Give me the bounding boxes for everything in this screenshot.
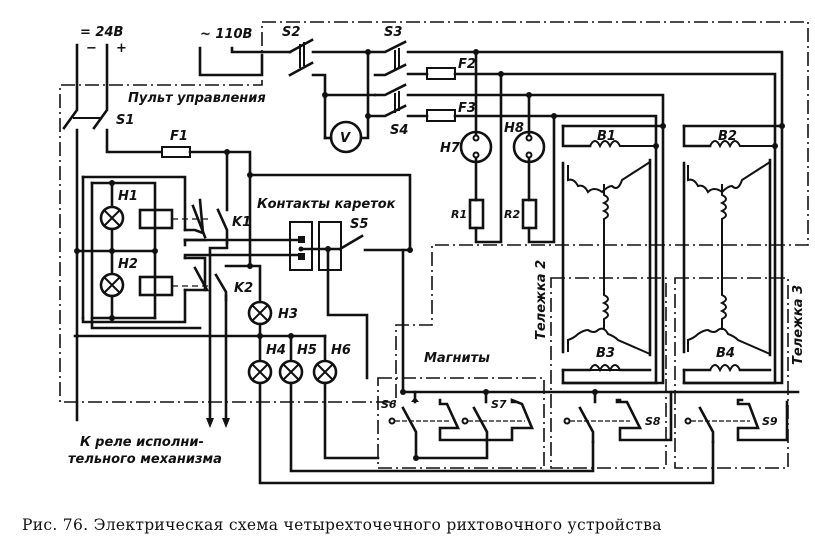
control-panel-label: Пульт управления	[128, 91, 266, 106]
lamp-h4-label: H4	[266, 343, 286, 358]
resistor-r2-label: R2	[504, 208, 520, 221]
motor-b1-label: B1	[597, 129, 616, 144]
switch-s4-label: S4	[390, 123, 408, 138]
switch-s6-label: S6	[381, 398, 397, 411]
ac-supply-label: ~ 110В	[200, 27, 253, 42]
switch-s7	[414, 390, 534, 460]
lamp-h3	[247, 300, 273, 326]
resistor-r2	[521, 198, 538, 230]
relay-k1-label: K1	[232, 215, 251, 230]
arrow-down-icon	[222, 418, 230, 428]
resistor-r1-label: R1	[451, 208, 467, 221]
figure-caption: Рис. 76. Электрическая схема четырехточе…	[22, 516, 662, 534]
relay-k2-label: K2	[234, 281, 253, 296]
switch-s1-label: S1	[116, 113, 134, 128]
trolley-2-label: Тележка 2	[534, 260, 549, 340]
motor-b4-label: B4	[716, 346, 735, 361]
lamp-h3-label: H3	[278, 307, 298, 322]
trolley-3-boundary	[674, 277, 789, 469]
motor-b3	[561, 124, 665, 385]
switch-s8	[563, 390, 673, 444]
fuse-f3-label: F3	[458, 101, 476, 116]
switch-s3	[366, 40, 407, 77]
switch-s3-label: S3	[384, 25, 402, 40]
resistor-r1	[468, 198, 485, 230]
trolley-3-label: Тележка 3	[791, 285, 806, 365]
motor-b1	[561, 124, 665, 149]
carriage-contacts-block	[289, 221, 342, 271]
motor-b2	[682, 124, 784, 149]
dc-minus-label: −	[86, 41, 97, 56]
switch-s9-label: S9	[762, 415, 778, 428]
motor-b2-label: B2	[718, 129, 737, 144]
lamp-h1-label: H1	[118, 189, 138, 204]
lamp-h2-label: H2	[118, 257, 138, 272]
motor-b2-stator	[687, 161, 771, 194]
lamp-h7-label: H7	[440, 141, 461, 156]
lamp-h2	[99, 272, 125, 298]
dc-supply-label: = 24В	[80, 25, 124, 40]
lamp-h8-label: H8	[504, 121, 524, 136]
fuse-f1	[161, 146, 191, 158]
switch-s9	[684, 398, 789, 444]
switch-s7-label: S7	[491, 398, 507, 411]
relay-k1-contacts	[183, 198, 229, 247]
switch-s4	[366, 83, 407, 118]
lamp-h1	[99, 205, 125, 231]
fuse-f2-label: F2	[458, 57, 476, 72]
motor-b3-label: B3	[596, 346, 615, 361]
switch-s6	[388, 390, 488, 460]
lamp-h5	[278, 359, 304, 385]
lamp-h5-label: H5	[297, 343, 317, 358]
lamp-h6-label: H6	[331, 343, 351, 358]
motor-b1-stator	[567, 161, 651, 194]
fuse-f2	[426, 67, 456, 80]
relay-note-line2: тельного механизма	[68, 452, 222, 467]
magnets-label: Магниты	[424, 351, 490, 366]
magnets-boundary	[377, 377, 545, 469]
trolley-2-boundary	[550, 277, 667, 469]
switch-s5	[338, 234, 412, 252]
relay-k2-contacts	[183, 256, 228, 302]
switch-s1	[62, 43, 162, 422]
switch-s5-label: S5	[350, 217, 368, 232]
switch-s2-label: S2	[282, 25, 300, 40]
fuse-f3	[426, 109, 456, 122]
lamp-h6	[312, 359, 338, 385]
arrow-down-icon	[206, 418, 214, 428]
switch-s2	[288, 38, 314, 77]
switch-s8-label: S8	[645, 415, 661, 428]
fuse-f1-label: F1	[170, 129, 188, 144]
control-panel-boundary	[59, 21, 809, 403]
dc-plus-label: +	[116, 41, 127, 56]
lamp-h4	[247, 359, 273, 385]
relay-note-line1: К реле исполни-	[80, 435, 204, 450]
motor-b4	[682, 124, 784, 385]
carriage-contacts-label: Контакты кареток	[257, 197, 397, 212]
voltmeter-label: V	[340, 131, 351, 146]
